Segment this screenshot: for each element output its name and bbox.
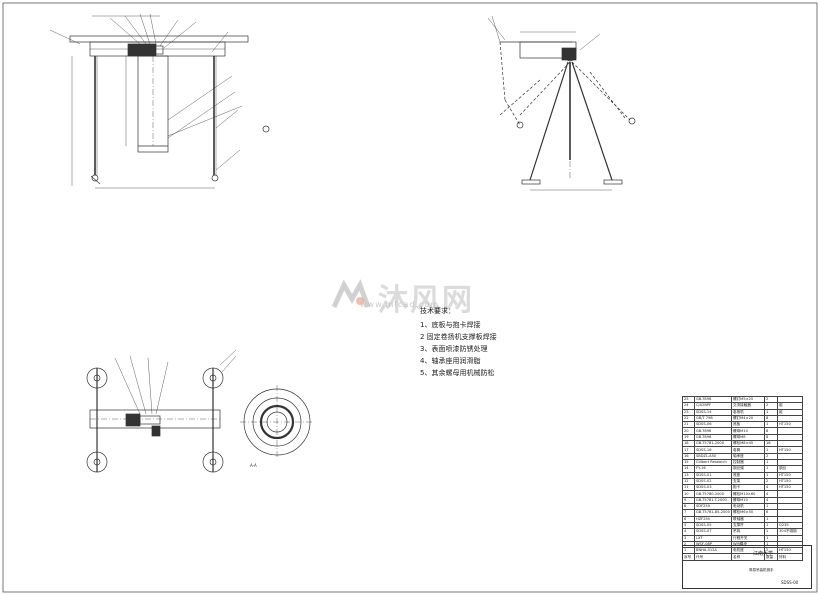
bom-cell: HT150 (777, 421, 803, 429)
notes-title: 技术要求： (420, 307, 455, 315)
note-item: 1、底板与抱卡焊接 (420, 321, 481, 329)
bom-cell (777, 452, 803, 460)
school-name: 江南大学 (753, 551, 774, 557)
bom-cell: GB-T5781-T-2000 (694, 496, 732, 505)
bom-cell: HT150 (777, 484, 803, 492)
note-item: 4、轴承座用润滑脂 (420, 357, 481, 365)
watermark-logo-icon (331, 279, 371, 309)
bom-cell: HT150 (777, 446, 803, 454)
watermark-text: 沐风网 (378, 283, 474, 318)
bom-cell: 钢丝 (777, 465, 803, 473)
bom-cell (777, 427, 803, 435)
bom-cell: HT150 (777, 471, 803, 479)
watermark-url: www.mfcad.com (360, 300, 440, 309)
section-view (240, 385, 314, 459)
note-item: 3、表面喷漆防锈处理 (420, 345, 488, 353)
bom-header-row: 序号代号名称数量材料 (682, 553, 803, 561)
note-item: 2 固定卷扬机支撑板焊接 (420, 333, 497, 341)
front-view (49, 13, 270, 189)
bom-cell: HT150 (777, 477, 803, 486)
bom-cell: 组 (777, 408, 803, 416)
bom-cell (777, 490, 803, 498)
bom-cell: 材料 (777, 553, 803, 561)
bom-cell (777, 496, 803, 505)
drawing-name: 简易吊装机械手 (749, 568, 774, 572)
bom-cell: GB-T5781-85-2000 (694, 509, 732, 517)
bom-cell (777, 414, 803, 423)
side-view (487, 15, 636, 191)
top-view (86, 349, 237, 473)
drawing-number: SDSS-00 (781, 580, 799, 585)
bom-cell (777, 503, 803, 511)
bom-cell (777, 458, 803, 467)
bom-cell (777, 433, 803, 442)
watermark: 沐风网 (330, 275, 474, 319)
technical-notes: 技术要求： 1、底板与抱卡焊接 2 固定卷扬机支撑板焊接 3、表面喷漆防锈处理 … (420, 305, 497, 379)
title-block: 江南大学 简易吊装机械手 SDSS-00 (682, 545, 812, 589)
bom-cell: 组 (777, 402, 803, 410)
note-item: 5、其余螺母用机械防松 (420, 369, 495, 377)
bom-cell (777, 395, 803, 404)
bom-cell (777, 440, 803, 448)
bom-cell: Gillbert Research (694, 458, 732, 467)
section-label: A-A (250, 463, 257, 468)
